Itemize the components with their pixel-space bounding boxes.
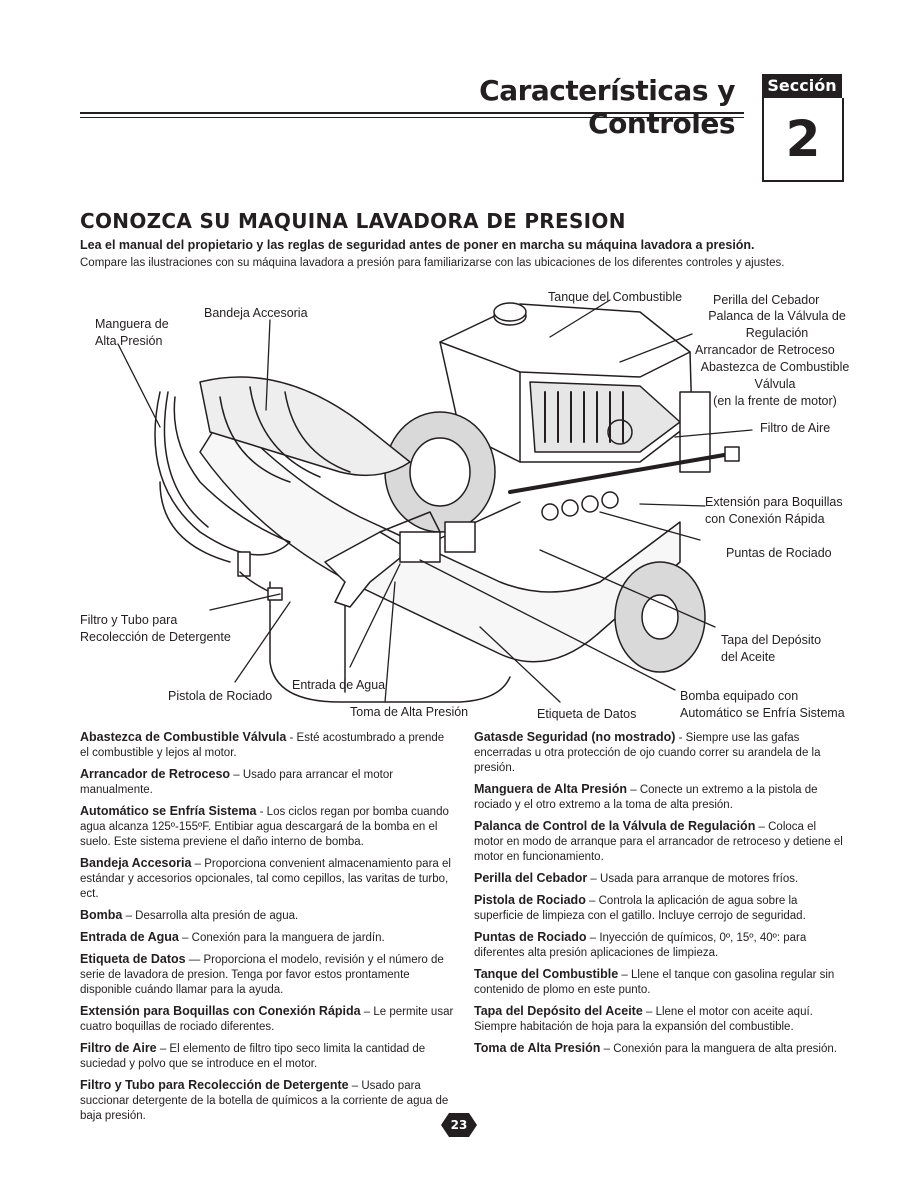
callout-puntas: Puntas de Rociado [726, 546, 832, 560]
definitions-left-column: Abastezca de Combustible Válvula - Esté … [80, 730, 456, 1130]
definition-text: – Inyección de químicos, 0º, 15º, 40º: p… [474, 932, 807, 959]
definition-entry: Bomba – Desarrolla alta presión de agua. [80, 908, 456, 924]
definition-entry: Puntas de Rociado – Inyección de químico… [474, 930, 844, 961]
callout-manguera: Manguera de Alta Presión [95, 317, 169, 348]
definition-entry: Extensión para Boquillas con Conexión Rá… [80, 1004, 456, 1035]
definition-entry: Pistola de Rociado – Controla la aplicac… [474, 893, 844, 924]
intro-bold-text: Lea el manual del propietario y las regl… [80, 238, 755, 252]
definition-term: Filtro de Aire [80, 1041, 157, 1055]
definition-term: Filtro y Tubo para Recolección de Deterg… [80, 1078, 349, 1092]
definition-term: Abastezca de Combustible Válvula [80, 730, 287, 744]
definition-text: – Usado para arrancar el motor manualmen… [80, 769, 394, 796]
section-number: 2 [762, 98, 844, 182]
definition-entry: Tanque del Combustible – Llene el tanque… [474, 967, 844, 998]
definition-text: — Proporciona el modelo, revisión y el n… [80, 954, 444, 996]
definition-text: – Llene el tanque con gasolina regular s… [474, 969, 835, 996]
definition-term: Arrancador de Retroceso [80, 767, 231, 781]
definition-term: Palanca de Control de la Válvula de Regu… [474, 819, 756, 833]
definition-entry: Tapa del Depósito del Aceite – Llene el … [474, 1004, 844, 1035]
header-rule-thin [80, 117, 744, 118]
definition-text: – Desarrolla alta presión de agua. [122, 910, 299, 922]
definition-term: Perilla del Cebador [474, 871, 588, 885]
callout-bandeja: Bandeja Accesoria [204, 306, 308, 320]
definition-entry: Abastezca de Combustible Válvula - Esté … [80, 730, 456, 761]
callout-filtro-aire: Filtro de Aire [760, 421, 831, 435]
definition-entry: Arrancador de Retroceso – Usado para arr… [80, 767, 456, 798]
definition-term: Pistola de Rociado [474, 893, 586, 907]
definition-entry: Bandeja Accesoria – Proporciona convenie… [80, 856, 456, 902]
page-number-badge: 23 [441, 1113, 477, 1137]
definition-text: – El elemento de filtro tipo seco limita… [80, 1043, 426, 1070]
definition-term: Bandeja Accesoria [80, 856, 192, 870]
definition-entry: Entrada de Agua – Conexión para la mangu… [80, 930, 456, 946]
definition-text: – Conecte un extremo a la pistola de roc… [474, 784, 818, 811]
definition-text: – Le permite usar cuatro boquillas de ro… [80, 1006, 454, 1033]
definitions-right-column: Gatasde Seguridad (no mostrado) - Siempr… [474, 730, 844, 1063]
definition-term: Extensión para Boquillas con Conexión Rá… [80, 1004, 361, 1018]
callout-arrancador: Arrancador de Retroceso [695, 343, 835, 357]
definition-text: – Llene el motor con aceite aquí. Siempr… [474, 1006, 813, 1033]
definition-text: – Coloca el motor en modo de arranque pa… [474, 821, 843, 863]
callout-abastezca: Abastezca de Combustible Válvula (en la … [700, 360, 850, 408]
definition-entry: Automático se Enfría Sistema - Los ciclo… [80, 804, 456, 850]
definition-term: Automático se Enfría Sistema [80, 804, 257, 818]
definition-term: Bomba [80, 908, 123, 922]
definition-text: – Usado para succionar detergente de la … [80, 1080, 449, 1122]
definition-term: Manguera de Alta Presión [474, 782, 628, 796]
callout-pistola: Pistola de Rociado [168, 689, 273, 703]
definition-entry: Perilla del Cebador – Usada para arranqu… [474, 871, 844, 887]
definition-text: – Proporciona convenient almacenamiento … [80, 858, 451, 900]
chapter-title: Características y Controles [479, 74, 735, 140]
callout-bomba: Bomba equipado con Automático se Enfría … [680, 689, 845, 720]
definition-term: Tapa del Depósito del Aceite [474, 1004, 643, 1018]
page-number: 23 [450, 1118, 468, 1132]
main-heading: CONOZCA SU MAQUINA LAVADORA DE PRESION [80, 209, 626, 233]
callout-filtro-tubo: Filtro y Tubo para Recolección de Deterg… [80, 613, 231, 644]
definition-text: - Esté acostumbrado a prende el combusti… [80, 732, 445, 759]
definition-text: - Siempre use las gafas encerradas u otr… [474, 732, 821, 774]
callout-perilla: Perilla del Cebador [713, 293, 820, 307]
callout-tapa: Tapa del Depósito del Aceite [721, 633, 822, 664]
definition-text: – Conexión para la manguera de jardín. [178, 932, 385, 944]
definition-entry: Manguera de Alta Presión – Conecte un ex… [474, 782, 844, 813]
definition-term: Etiqueta de Datos [80, 952, 186, 966]
callout-toma: Toma de Alta Presión [350, 705, 469, 719]
definition-term: Tanque del Combustible [474, 967, 619, 981]
definition-text: – Usada para arranque de motores fríos. [587, 873, 799, 885]
section-label: Sección [762, 74, 842, 98]
definition-entry: Etiqueta de Datos — Proporciona el model… [80, 952, 456, 998]
pressure-washer-diagram: Manguera de Alta Presión Bandeja Accesor… [80, 282, 850, 724]
definition-term: Entrada de Agua [80, 930, 179, 944]
definition-text: – Controla la aplicación de agua sobre l… [474, 895, 806, 922]
definition-entry: Filtro y Tubo para Recolección de Deterg… [80, 1078, 456, 1124]
definition-entry: Toma de Alta Presión – Conexión para la … [474, 1041, 844, 1057]
page-number-badge-shape [441, 1113, 477, 1137]
definition-entry: Gatasde Seguridad (no mostrado) - Siempr… [474, 730, 844, 776]
definition-term: Toma de Alta Presión [474, 1041, 601, 1055]
definition-term: Puntas de Rociado [474, 930, 587, 944]
callout-tanque: Tanque del Combustible [548, 290, 683, 304]
definition-text: - Los ciclos regan por bomba cuando agua… [80, 806, 449, 848]
callout-etiqueta: Etiqueta de Datos [537, 707, 637, 721]
callout-extension: Extensión para Boquillas con Conexión Rá… [705, 495, 843, 526]
definition-entry: Palanca de Control de la Válvula de Regu… [474, 819, 844, 865]
definition-text: – Conexión para la manguera de alta pres… [600, 1043, 837, 1055]
definition-entry: Filtro de Aire – El elemento de filtro t… [80, 1041, 456, 1072]
header-rule [80, 112, 744, 114]
intro-text: Compare las ilustraciones con su máquina… [80, 257, 785, 269]
callout-palanca: Palanca de la Válvula de Regulación [708, 309, 846, 340]
callout-entrada: Entrada de Agua [292, 678, 386, 692]
definition-term: Gatasde Seguridad (no mostrado) [474, 730, 676, 744]
pressure-washer-illustration [117, 299, 753, 703]
